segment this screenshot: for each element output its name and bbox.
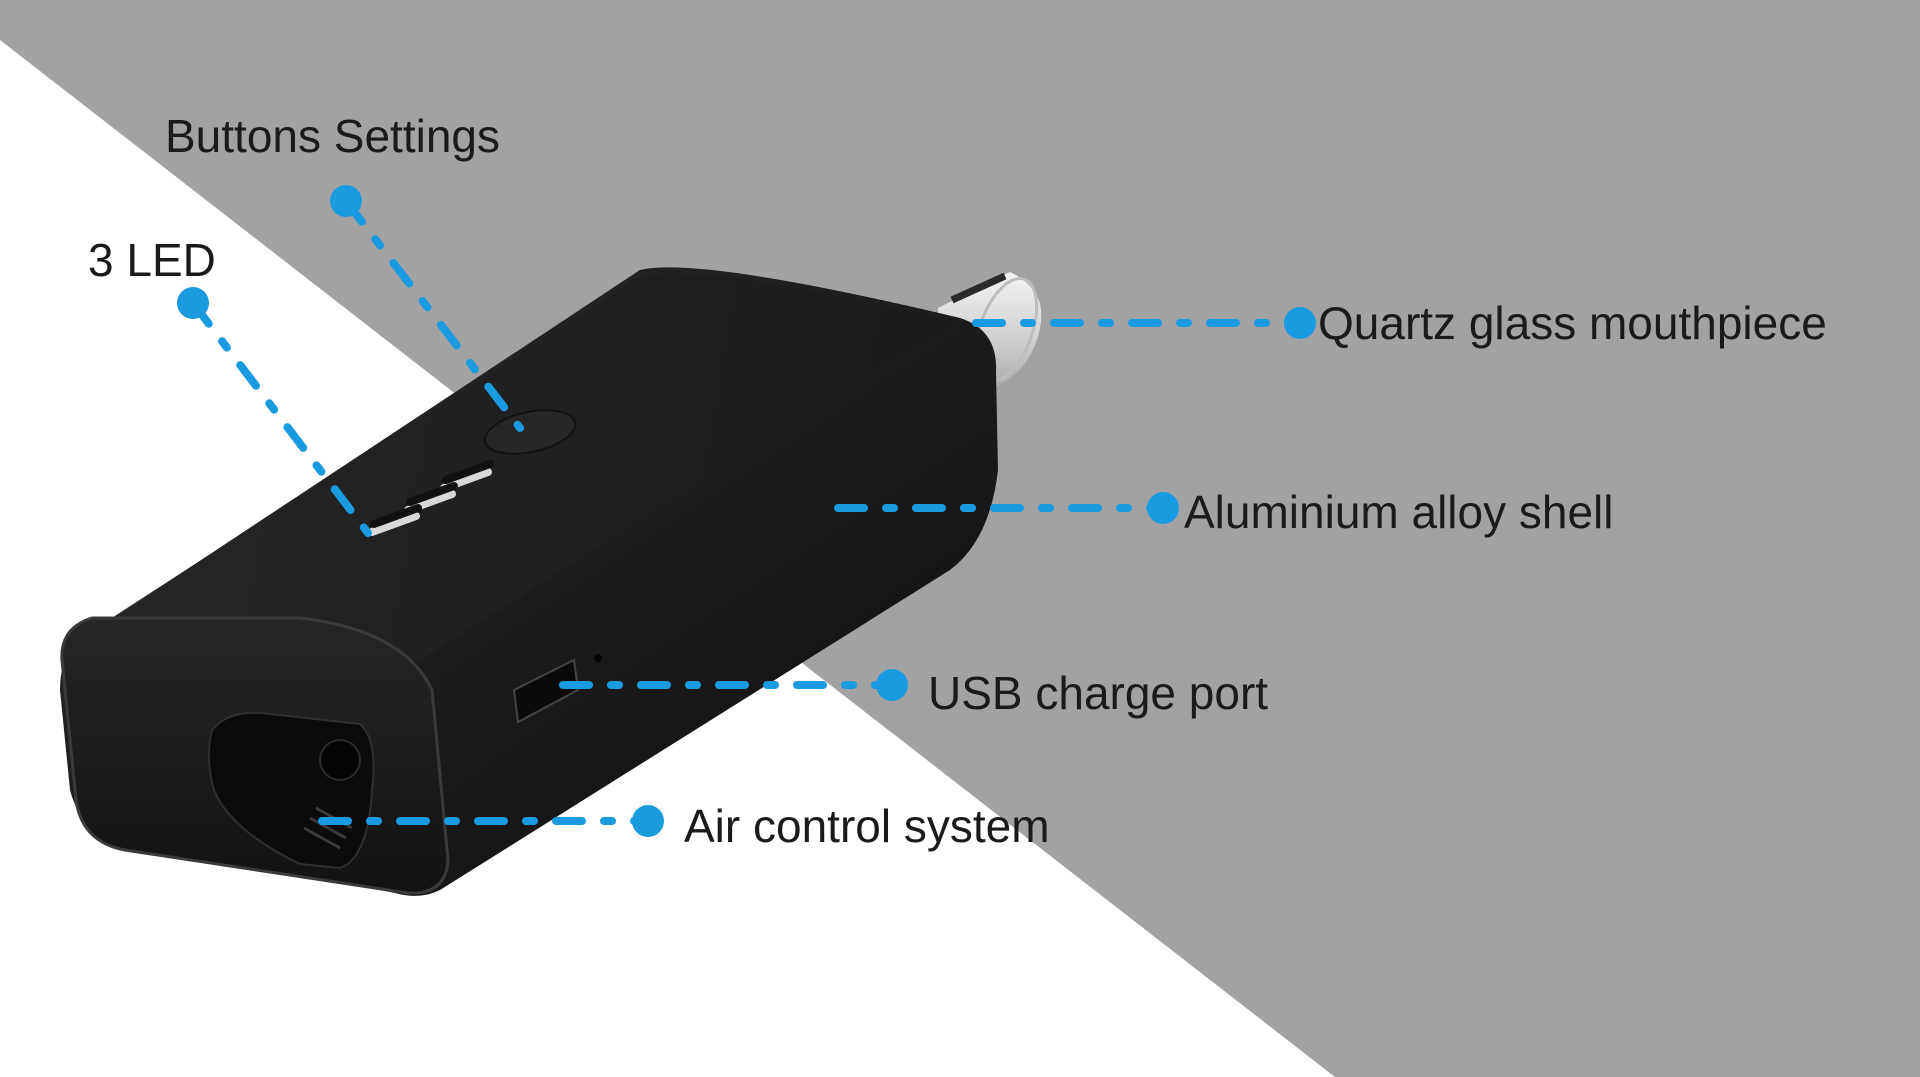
label-buttons-settings: Buttons Settings	[165, 110, 500, 162]
usb-port	[512, 658, 580, 724]
callout-line-led	[189, 299, 372, 537]
callout-dot-usb	[876, 669, 908, 701]
label-air-control-system: Air control system	[684, 800, 1050, 852]
callout-dot-led	[177, 287, 209, 319]
label-3-led: 3 LED	[88, 234, 216, 286]
device-body	[60, 267, 998, 896]
callout-dot-shell	[1147, 492, 1179, 524]
callout-dot-mouthpiece	[1284, 307, 1316, 339]
callout-dot-buttons	[330, 185, 362, 217]
callout-dot-air	[632, 805, 664, 837]
power-button	[483, 409, 577, 455]
led-indicators	[368, 460, 494, 536]
label-aluminium-alloy-shell: Aluminium alloy shell	[1184, 486, 1614, 538]
label-usb-charge-port: USB charge port	[928, 667, 1269, 719]
callout-line-buttons	[342, 197, 524, 432]
label-quartz-glass-mouthpiece: Quartz glass mouthpiece	[1318, 297, 1827, 349]
